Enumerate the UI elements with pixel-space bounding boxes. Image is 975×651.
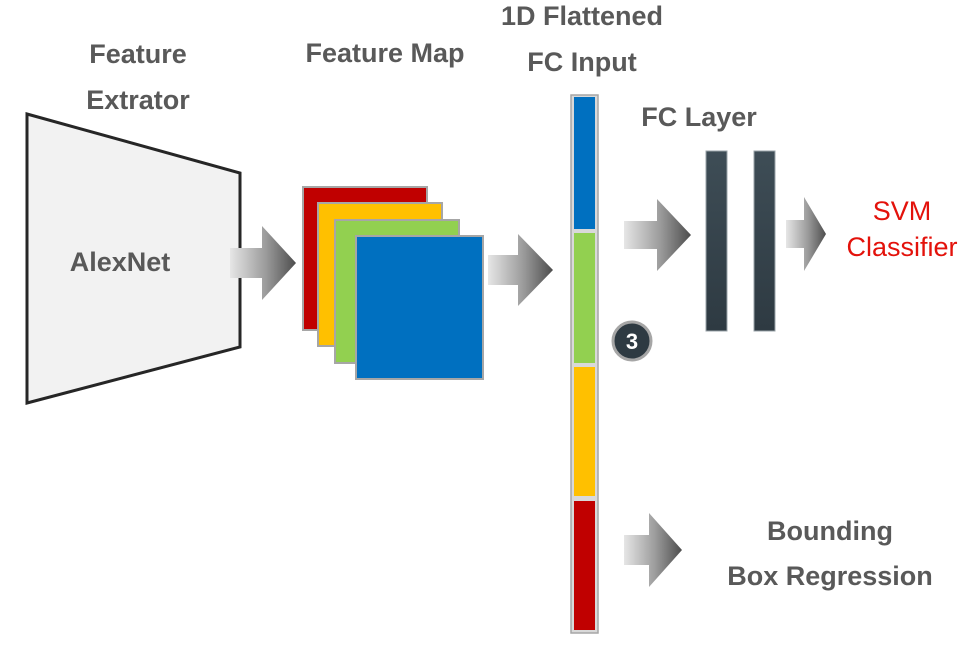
bbox-label-line1: Bounding	[767, 516, 893, 546]
step-badge-number: 3	[626, 329, 638, 354]
feature-extractor-label-line1: Feature	[89, 39, 187, 69]
feature-extractor-label-line2: Extrator	[86, 85, 190, 115]
flattened-segment-orange	[574, 367, 595, 496]
feature-map-blue	[355, 235, 484, 380]
feature-map-stack	[302, 186, 484, 380]
flattened-segment-green	[574, 233, 595, 363]
flattened-label-line2: FC Input	[527, 47, 636, 77]
flattened-label-line1: 1D Flattened	[501, 1, 663, 31]
arrow-extractor-to-map	[230, 226, 296, 300]
arrow-map-to-flatten	[488, 234, 553, 306]
feature-map-label: Feature Map	[305, 38, 464, 68]
arrow-fc-to-svm	[786, 197, 826, 271]
fc-layer-bar-1	[705, 150, 728, 332]
svm-label-line1: SVM	[873, 196, 932, 226]
arrow-flatten-to-fc	[624, 199, 691, 271]
feature-extractor-shape	[25, 112, 242, 405]
svm-label-line2: Classifier	[846, 232, 957, 262]
alexnet-label: AlexNet	[70, 247, 171, 277]
step-badge: 3	[611, 320, 653, 362]
fc-layer-label: FC Layer	[641, 102, 757, 132]
flattened-segment-red	[574, 501, 595, 630]
bbox-label-line2: Box Regression	[727, 561, 933, 591]
fc-layer-bar-2	[753, 150, 776, 332]
arrow-flatten-to-bbox	[624, 513, 682, 587]
flattened-vector	[570, 94, 599, 634]
flattened-segment-blue	[574, 97, 595, 229]
step-badge-circle	[611, 320, 653, 362]
